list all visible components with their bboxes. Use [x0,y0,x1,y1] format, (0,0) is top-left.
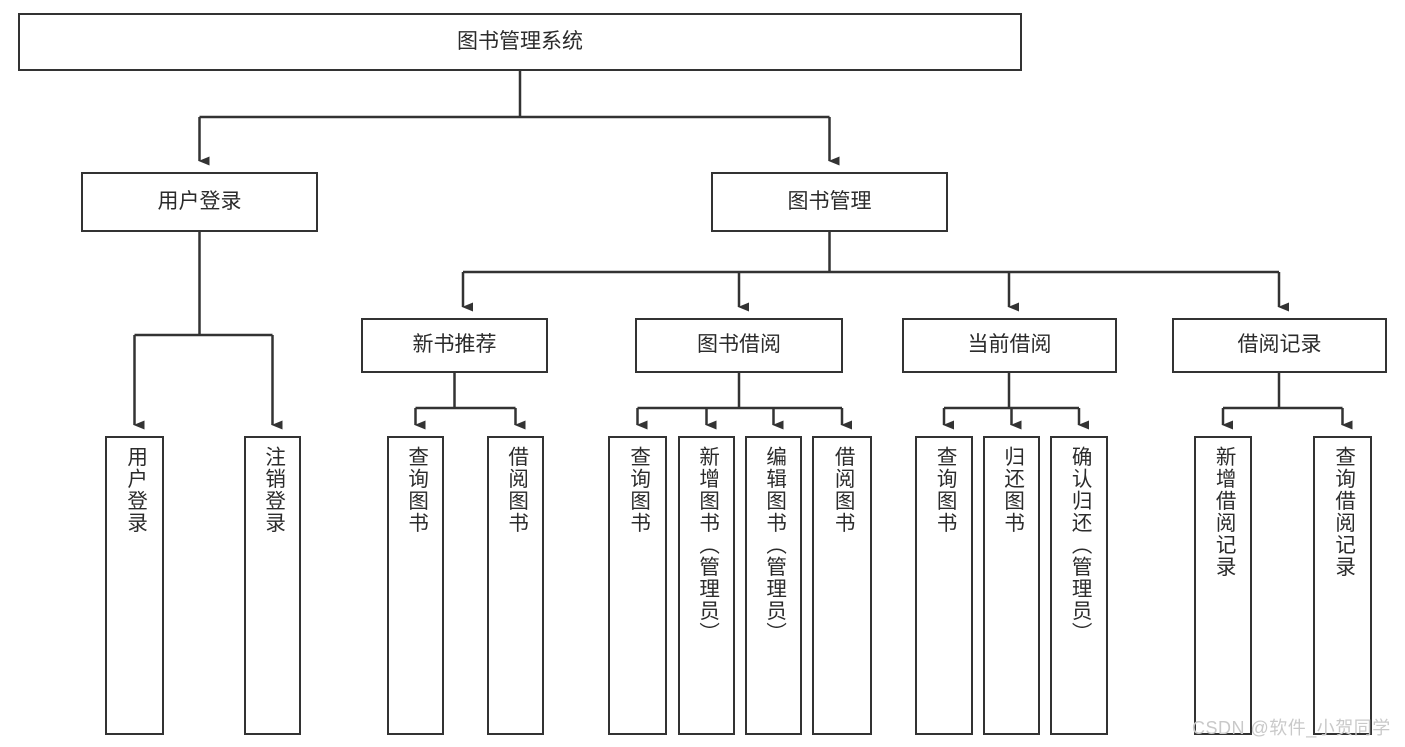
node-label: 图书管理 [787,189,872,213]
node-label: 图书管理系统 [457,29,583,53]
node-root-book-management-system[interactable]: 图书管理系统 [18,13,1022,71]
leaf-query-borrowing-record[interactable]: 查询借阅记录 [1313,436,1372,735]
leaf-query-book-current[interactable]: 查询图书 [915,436,973,735]
node-borrowing-record[interactable]: 借阅记录 [1172,318,1387,373]
leaf-add-book-admin[interactable]: 新增图书（管理员） [678,436,735,735]
node-book-borrowing[interactable]: 图书借阅 [635,318,843,373]
leaf-borrow-book-recommendation[interactable]: 借阅图书 [487,436,544,735]
leaf-add-borrowing-record[interactable]: 新增借阅记录 [1194,436,1252,735]
csdn-watermark: CSDN @软件_小贺同学 [1192,718,1391,738]
leaf-user-login[interactable]: 用户登录 [105,436,164,735]
node-user-login[interactable]: 用户登录 [81,172,318,232]
leaf-query-book-recommendation[interactable]: 查询图书 [387,436,444,735]
leaf-query-book-borrowing[interactable]: 查询图书 [608,436,667,735]
leaf-edit-book-admin[interactable]: 编辑图书（管理员） [745,436,802,735]
node-label: 当前借阅 [967,333,1052,357]
leaf-borrow-book-borrowing[interactable]: 借阅图书 [812,436,872,735]
node-book-management[interactable]: 图书管理 [711,172,948,232]
node-current-borrowing[interactable]: 当前借阅 [902,318,1117,373]
node-label: 用户登录 [157,189,242,213]
leaf-logout[interactable]: 注销登录 [244,436,301,735]
node-label: 新书推荐 [412,333,497,357]
node-new-book-recommendation[interactable]: 新书推荐 [361,318,548,373]
leaf-return-book[interactable]: 归还图书 [983,436,1040,735]
leaf-confirm-return-admin[interactable]: 确认归还（管理员） [1050,436,1108,735]
node-label: 借阅记录 [1237,333,1322,357]
node-label: 图书借阅 [697,333,781,357]
